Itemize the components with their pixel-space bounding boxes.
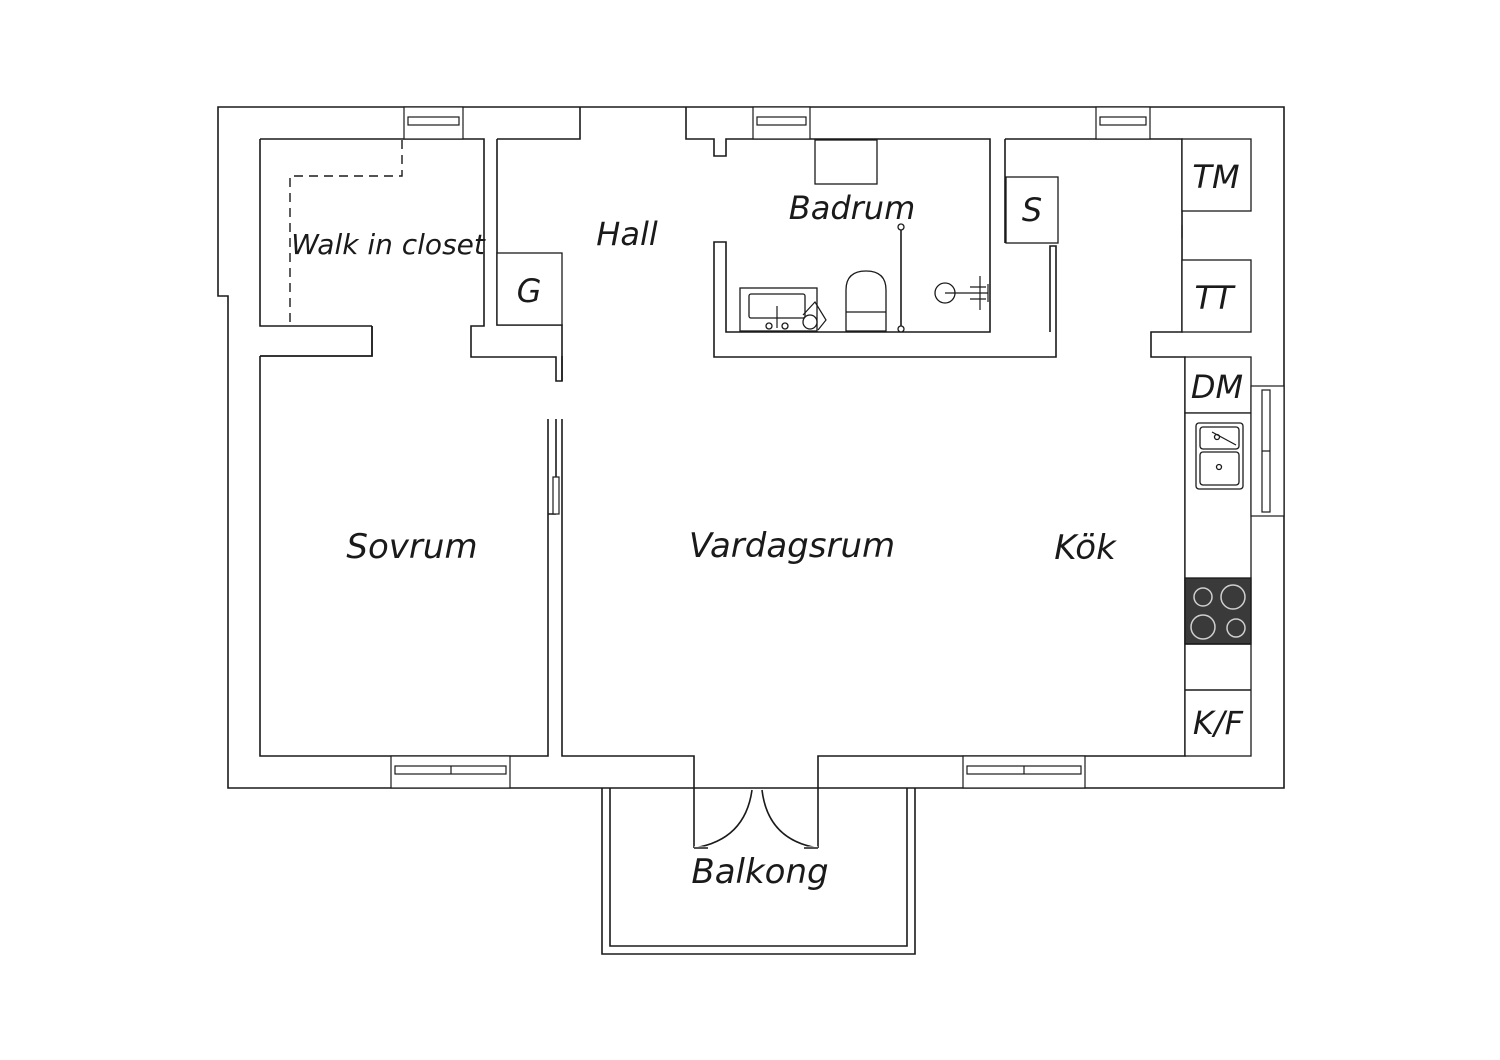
g-label: G bbox=[517, 272, 542, 310]
sliding-door bbox=[552, 476, 560, 515]
balkong-label: Balkong bbox=[691, 852, 828, 892]
kok-label: Kök bbox=[1054, 528, 1117, 568]
tt-box bbox=[1181, 259, 1252, 333]
dm-label: DM bbox=[1191, 368, 1243, 406]
bath-cabinet bbox=[814, 139, 878, 185]
toilet-icon bbox=[845, 270, 887, 332]
s-box bbox=[1005, 176, 1059, 244]
s-label: S bbox=[1022, 191, 1042, 229]
hall-label: Hall bbox=[596, 215, 658, 253]
window-top-bath bbox=[752, 106, 811, 140]
vardagsrum-label: Vardagsrum bbox=[689, 526, 895, 566]
balcony-door bbox=[693, 788, 819, 849]
window-bottom-bedroom bbox=[390, 755, 511, 789]
window-top-closet bbox=[403, 106, 464, 140]
tm-box bbox=[1181, 138, 1252, 212]
badrum-label: Badrum bbox=[789, 189, 915, 227]
kf-label: K/F bbox=[1193, 704, 1244, 742]
walk-in-closet-label: Walk in closet bbox=[291, 228, 486, 261]
outer-wall bbox=[217, 106, 1285, 789]
window-bottom-kitchen bbox=[962, 755, 1086, 789]
sovrum-label: Sovrum bbox=[346, 527, 477, 567]
g-box bbox=[496, 252, 563, 326]
tm-label: TM bbox=[1192, 158, 1239, 196]
balcony-outline bbox=[601, 788, 916, 955]
tt-label: TT bbox=[1194, 279, 1236, 317]
faucet-icon bbox=[802, 314, 818, 330]
window-top-kitchen bbox=[1095, 106, 1151, 140]
window-right-kitchen bbox=[1250, 385, 1285, 517]
dm-box bbox=[1184, 356, 1252, 414]
closet-shelf-line bbox=[289, 140, 403, 324]
